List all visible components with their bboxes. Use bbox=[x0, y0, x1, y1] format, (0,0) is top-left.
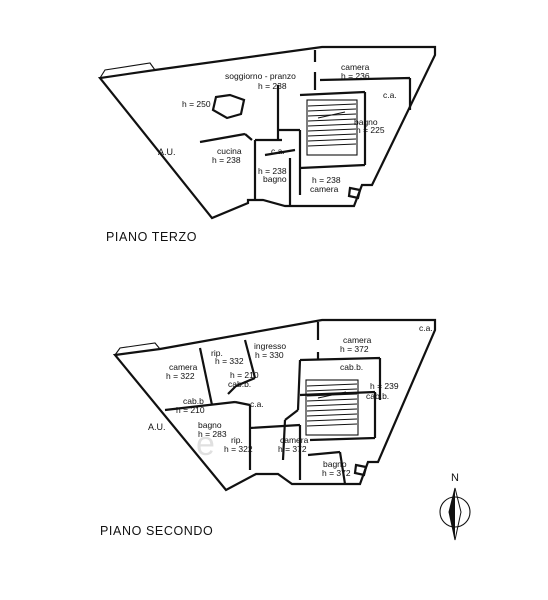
room-label: camera bbox=[343, 335, 372, 345]
room-label: c.a. bbox=[383, 90, 397, 100]
plan-second-floor: e ingresso h = 330 rip. h = 332 camera h… bbox=[100, 318, 437, 538]
room-label: camera bbox=[341, 62, 370, 72]
third-floor-outer-wall bbox=[97, 45, 437, 220]
second-floor-column bbox=[353, 463, 368, 477]
room-height: h = 225 bbox=[356, 125, 385, 135]
third-floor-terrace-edge bbox=[99, 62, 156, 79]
room-height: h = 250 bbox=[182, 99, 211, 109]
room-height: h = 332 bbox=[215, 356, 244, 366]
room-label: c.a. bbox=[271, 146, 285, 156]
floor-title: PIANO SECONDO bbox=[100, 524, 213, 538]
floor-title: PIANO TERZO bbox=[106, 230, 197, 244]
room-label: rip. bbox=[231, 435, 243, 445]
room-label: c.a. bbox=[419, 323, 433, 333]
room-label: camera bbox=[310, 184, 339, 194]
room-label: cab.b bbox=[183, 396, 204, 406]
room-label: cucina bbox=[217, 146, 242, 156]
room-label: camera bbox=[280, 435, 309, 445]
outside-area-label: A.U. bbox=[158, 147, 176, 157]
room-label: ingresso bbox=[254, 341, 286, 351]
room-height: h = 238 bbox=[258, 81, 287, 91]
watermark-logo: e bbox=[196, 425, 215, 463]
room-label: soggiorno - pranzo bbox=[225, 71, 296, 81]
room-label: bagno bbox=[198, 420, 222, 430]
room-label: bagno bbox=[323, 459, 347, 469]
room-label: bagno bbox=[354, 117, 378, 127]
second-floor-terrace-edge bbox=[114, 342, 161, 356]
second-floor-outer-wall bbox=[112, 318, 437, 492]
room-height: h = 372 bbox=[278, 444, 307, 454]
room-label: cab.b. bbox=[228, 379, 251, 389]
room-height: h = 372 bbox=[340, 344, 369, 354]
north-compass-icon: N bbox=[439, 472, 471, 541]
room-label: rip. bbox=[211, 348, 223, 358]
room-height: h = 322 bbox=[166, 371, 195, 381]
room-height: h = 238 bbox=[312, 175, 341, 185]
room-height: h = 238 bbox=[258, 166, 287, 176]
second-floor-staircase bbox=[305, 379, 359, 436]
room-height: h = 330 bbox=[255, 350, 284, 360]
room-height: h = 372 bbox=[322, 468, 351, 478]
room-label: c.a. bbox=[250, 399, 264, 409]
room-height: h = 210 bbox=[176, 405, 205, 415]
room-label: bagno bbox=[263, 174, 287, 184]
room-height: h = 238 bbox=[212, 155, 241, 165]
room-label: cab.b. bbox=[340, 362, 363, 372]
plan-third-floor: soggiorno - pranzo h = 238 camera h = 23… bbox=[97, 45, 437, 244]
room-label: cab.b. bbox=[366, 391, 389, 401]
room-height: h = 283 bbox=[198, 429, 227, 439]
room-label: camera bbox=[169, 362, 198, 372]
outside-area-label: A.U. bbox=[148, 422, 166, 432]
room-height: h = 236 bbox=[341, 71, 370, 81]
third-floor-staircase bbox=[306, 99, 358, 156]
compass-north-label: N bbox=[451, 472, 459, 484]
third-floor-interior-walls bbox=[199, 50, 412, 205]
room-height: h = 210 bbox=[230, 370, 259, 380]
third-floor-column bbox=[347, 186, 362, 200]
room-height: h = 239 bbox=[370, 381, 399, 391]
room-height: h = 322 bbox=[224, 444, 253, 454]
